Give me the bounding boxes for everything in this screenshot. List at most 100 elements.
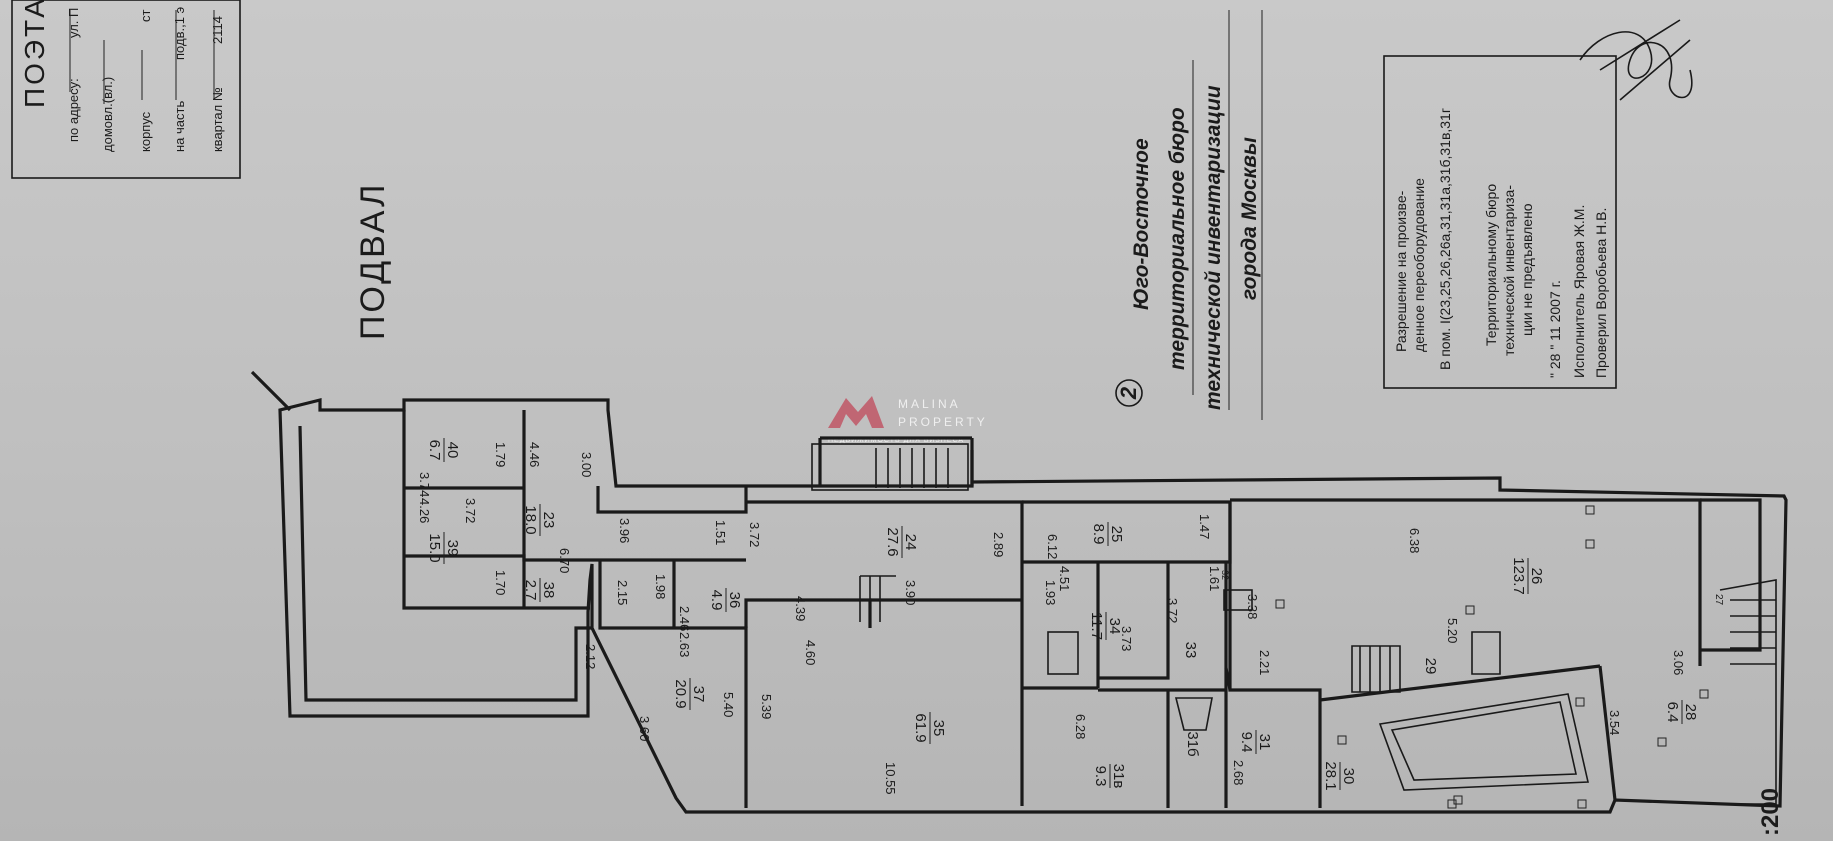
svg-text:28.1: 28.1 xyxy=(1322,761,1339,790)
dim-label: 2.68 xyxy=(1231,760,1246,785)
corpus-label: корпус xyxy=(138,111,153,152)
dim-label: 1.47 xyxy=(1197,514,1212,539)
svg-text:31б: 31б xyxy=(1184,731,1201,756)
svg-text:4.9: 4.9 xyxy=(708,590,725,611)
svg-text:15.0: 15.0 xyxy=(426,533,443,562)
room-40: 40 6.7 xyxy=(426,438,461,462)
dim-label: 5.40 xyxy=(721,692,736,717)
svg-text:31: 31 xyxy=(1256,734,1273,751)
dim-label: 4.46 xyxy=(527,442,542,467)
svg-text:39: 39 xyxy=(444,540,461,557)
dim-label: 4.26 xyxy=(417,498,432,523)
svg-text:29: 29 xyxy=(1422,658,1439,675)
stamp-number: 2 xyxy=(1116,386,1141,400)
svg-text:8.9: 8.9 xyxy=(1090,524,1107,545)
permit-checker: Проверил Воробьева Н.В. xyxy=(1593,208,1609,378)
fixture-box xyxy=(1047,631,1079,675)
building-label: домовл.(вл.) xyxy=(100,77,115,152)
room-36: 36 4.9 xyxy=(708,588,743,612)
room-labels: 40 6.7 39 15.0 38 2.7 23 18.0 36 4.9 37 … xyxy=(426,438,1699,791)
watermark-brand-1: MALINA xyxy=(898,397,961,411)
room-31: 31 9.4 xyxy=(1238,730,1273,754)
floor-label: ПОДВАЛ xyxy=(354,182,392,340)
signature-mark xyxy=(1579,19,1693,101)
dim-label: 3.06 xyxy=(1671,650,1686,675)
room-31v: 31в 9.3 xyxy=(1092,764,1127,789)
permit-date: " 28 " 11 2007 г. xyxy=(1547,280,1563,378)
svg-text:36: 36 xyxy=(726,592,743,609)
room-23: 23 18.0 xyxy=(522,504,557,536)
svg-text:20.9: 20.9 xyxy=(672,679,689,708)
dim-label: 2.15 xyxy=(615,580,630,605)
watermark-tagline: НЕДВИЖИМОСТЬ ДЛЯ БИЗНЕСА xyxy=(828,437,964,444)
dim-label: 10.55 xyxy=(883,762,898,795)
svg-text:23: 23 xyxy=(540,512,557,529)
dim-label: 6.12 xyxy=(1045,534,1060,559)
stamp-number-circle xyxy=(1115,379,1143,407)
svg-text:123.7: 123.7 xyxy=(1510,557,1527,595)
quarter-value: 2114 xyxy=(210,16,225,44)
svg-text:6.4: 6.4 xyxy=(1664,702,1681,723)
permit-line-4: Территориальному бюро xyxy=(1483,184,1499,346)
svg-text:6.7: 6.7 xyxy=(426,440,443,461)
room-31b: 31б xyxy=(1184,731,1201,756)
dim-label: 5.39 xyxy=(759,694,774,719)
room-25: 25 8.9 xyxy=(1090,522,1125,546)
permit-executor: Исполнитель Яровая Ж.М. xyxy=(1571,205,1587,378)
room-35: 35 61.9 xyxy=(912,712,947,744)
room-39: 39 15.0 xyxy=(426,532,461,564)
room-26: 26 123.7 xyxy=(1510,557,1545,595)
part-value: подв.,1 э xyxy=(172,6,187,60)
svg-text:24: 24 xyxy=(902,534,919,551)
svg-text:28: 28 xyxy=(1682,704,1699,721)
svg-text:34: 34 xyxy=(1106,618,1123,635)
svg-text:35: 35 xyxy=(930,720,947,737)
dim-label: 32 xyxy=(1220,570,1230,580)
svg-text:2.7: 2.7 xyxy=(522,580,539,601)
stamp-line-4: города Москвы xyxy=(1238,137,1261,300)
dim-label: 3.72 xyxy=(463,498,478,523)
permit-frame xyxy=(1383,55,1617,389)
dim-label: 6.38 xyxy=(1407,528,1422,553)
stamp-line-3: технической инвентаризации xyxy=(1202,85,1225,410)
room-28: 28 6.4 xyxy=(1664,700,1699,724)
dim-label: 1.51 xyxy=(713,520,728,545)
header-frame xyxy=(11,0,241,179)
svg-text:26: 26 xyxy=(1528,568,1545,585)
address-label: по адресу: xyxy=(66,78,81,142)
svg-text:30: 30 xyxy=(1340,768,1357,785)
permit-line-3: В пом. I(23,25,26,26а,31,31а,31б,31в,31г xyxy=(1437,108,1453,370)
svg-text:9.4: 9.4 xyxy=(1238,732,1255,753)
permit-line-5: технической инвентариза- xyxy=(1501,185,1517,356)
bureau-stamp: 2 Юго-Восточное территориальное бюро тех… xyxy=(1115,10,1263,420)
room-38: 38 2.7 xyxy=(522,578,557,602)
dim-label: 1.79 xyxy=(493,442,508,467)
room-29: 29 xyxy=(1422,658,1439,675)
svg-text:25: 25 xyxy=(1108,526,1125,543)
svg-text:40: 40 xyxy=(444,442,461,459)
dim-label: 4.51 xyxy=(1057,566,1072,591)
svg-text:33: 33 xyxy=(1182,642,1199,659)
dim-label: 3.72 xyxy=(747,522,762,547)
permit-line-2: денное переоборудование xyxy=(1411,178,1427,352)
dim-label: 2.46 xyxy=(677,606,692,631)
dim-label: 3.60 xyxy=(637,716,652,741)
fixture-box-small xyxy=(1223,589,1253,611)
svg-text:27.6: 27.6 xyxy=(884,527,901,556)
stamp-line-1: Юго-Восточное xyxy=(1130,138,1153,310)
dimension-labels: 3.74 1.79 4.46 4.26 3.72 3.00 1.70 6.70 … xyxy=(417,442,1724,795)
dim-label: 3.73 xyxy=(1119,626,1134,651)
watermark-brand-2: PROPERTY xyxy=(898,415,988,429)
room-33: 33 xyxy=(1182,642,1199,659)
dim-label: 5.20 xyxy=(1445,618,1460,643)
room-37: 37 20.9 xyxy=(672,678,707,710)
quarter-label: квартал № xyxy=(210,87,225,152)
address-value: ул. П xyxy=(66,8,81,38)
svg-text:38: 38 xyxy=(540,582,557,599)
svg-text:61.9: 61.9 xyxy=(912,713,929,742)
dim-label: 1.98 xyxy=(653,574,668,599)
plan-walls xyxy=(250,370,1788,814)
part-label: на часть xyxy=(172,101,187,152)
svg-text:18.0: 18.0 xyxy=(522,505,539,534)
